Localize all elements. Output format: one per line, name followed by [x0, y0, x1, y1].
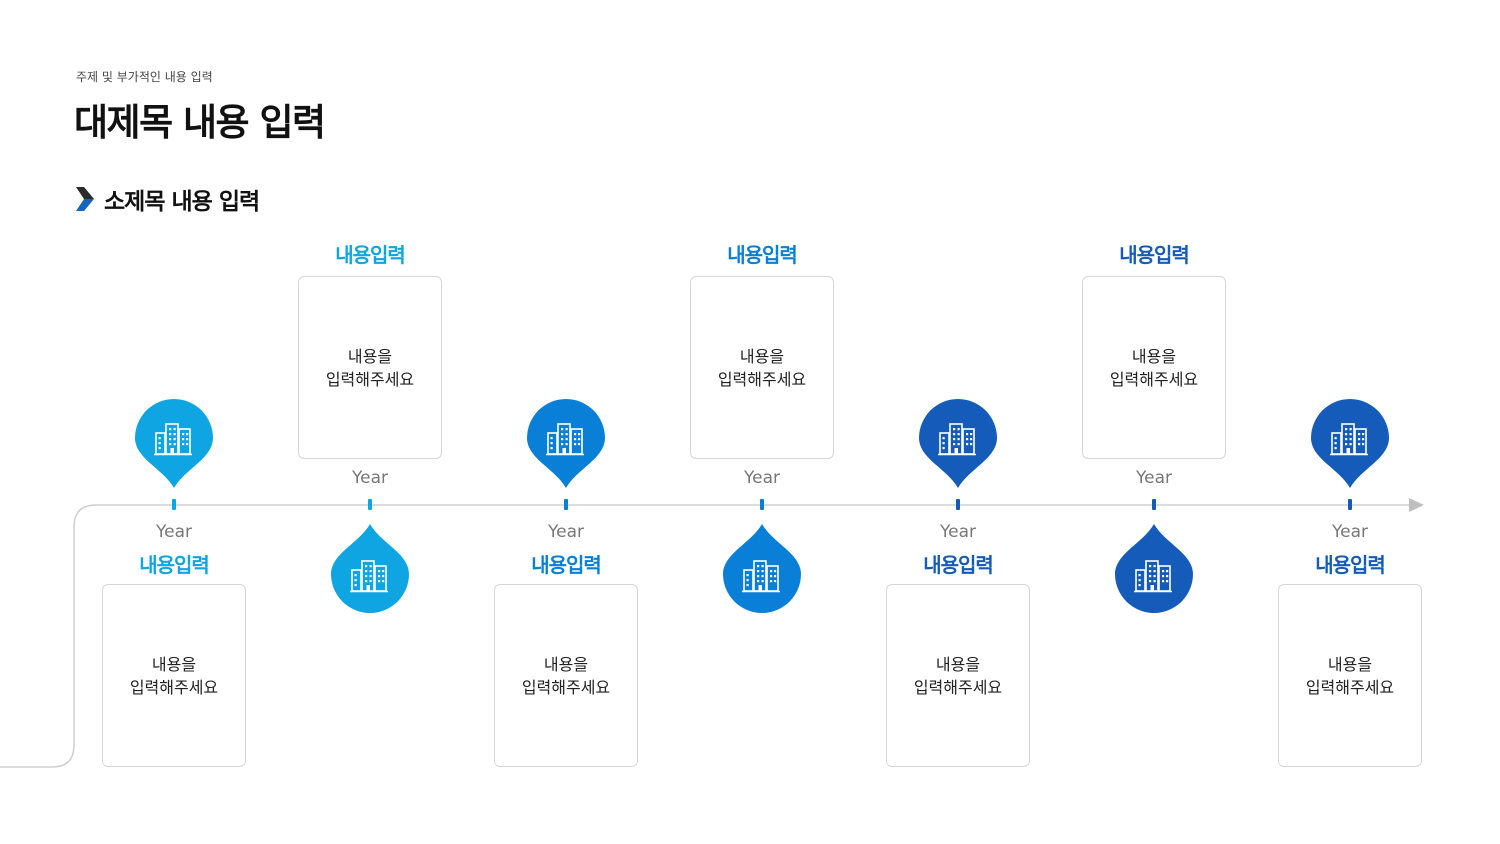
- timeline-tick: [1152, 499, 1156, 510]
- timeline-tick: [1348, 499, 1352, 510]
- page-title: 대제목 내용 입력: [74, 101, 326, 144]
- card-text-line: 입력해주세요: [521, 677, 611, 697]
- card-text-line: 내용을: [739, 346, 785, 366]
- card-text-line: 내용을: [935, 654, 981, 674]
- event-year: Year: [156, 522, 192, 542]
- timeline-tick: [368, 499, 372, 510]
- card-text-line: 입력해주세요: [913, 677, 1003, 697]
- timeline-tick: [956, 499, 960, 510]
- event-year: Year: [744, 468, 780, 488]
- location-pin-icon: [330, 522, 410, 614]
- event-label: 내용입력: [139, 553, 210, 577]
- building-icon: [1134, 560, 1172, 593]
- building-icon: [938, 423, 976, 456]
- card-text-line: 입력해주세요: [129, 677, 219, 697]
- building-icon: [154, 423, 192, 456]
- event-year: Year: [352, 468, 388, 488]
- card-text-line: 내용을: [543, 654, 589, 674]
- building-icon: [350, 560, 388, 593]
- chevron-right-icon: [76, 187, 94, 211]
- subtitle-row: 소제목 내용 입력: [74, 184, 260, 215]
- card-text-line: 입력해주세요: [325, 369, 415, 389]
- location-pin-icon: [134, 398, 214, 490]
- location-pin-icon: [1114, 522, 1194, 614]
- timeline-arrowhead: [1409, 498, 1424, 512]
- section-subtitle: 소제목 내용 입력: [104, 189, 260, 215]
- building-icon: [546, 423, 584, 456]
- building-icon: [742, 560, 780, 593]
- card-text-line: 내용을: [151, 654, 197, 674]
- event-label: 내용입력: [923, 553, 994, 577]
- event-year: Year: [548, 522, 584, 542]
- location-pin-icon: [722, 522, 802, 614]
- card-text-line: 입력해주세요: [1305, 677, 1395, 697]
- timeline-line: [0, 504, 1410, 768]
- event-label: 내용입력: [335, 243, 406, 267]
- event-label: 내용입력: [531, 553, 602, 577]
- event-year: Year: [1136, 468, 1172, 488]
- card-text-line: 내용을: [1131, 346, 1177, 366]
- card-text-line: 입력해주세요: [717, 369, 807, 389]
- timeline-tick: [172, 499, 176, 510]
- event-label: 내용입력: [727, 243, 798, 267]
- event-label: 내용입력: [1119, 243, 1190, 267]
- event-year: Year: [940, 522, 976, 542]
- timeline-tick: [564, 499, 568, 510]
- timeline-tick: [760, 499, 764, 510]
- location-pin-icon: [526, 398, 606, 490]
- building-icon: [1330, 423, 1368, 456]
- card-text-line: 내용을: [347, 346, 393, 366]
- location-pin-icon: [1310, 398, 1390, 490]
- topic-text: 주제 및 부가적인 내용 입력: [76, 70, 213, 84]
- event-label: 내용입력: [1315, 553, 1386, 577]
- card-text-line: 내용을: [1327, 654, 1373, 674]
- card-text-line: 입력해주세요: [1109, 369, 1199, 389]
- event-year: Year: [1332, 522, 1368, 542]
- location-pin-icon: [918, 398, 998, 490]
